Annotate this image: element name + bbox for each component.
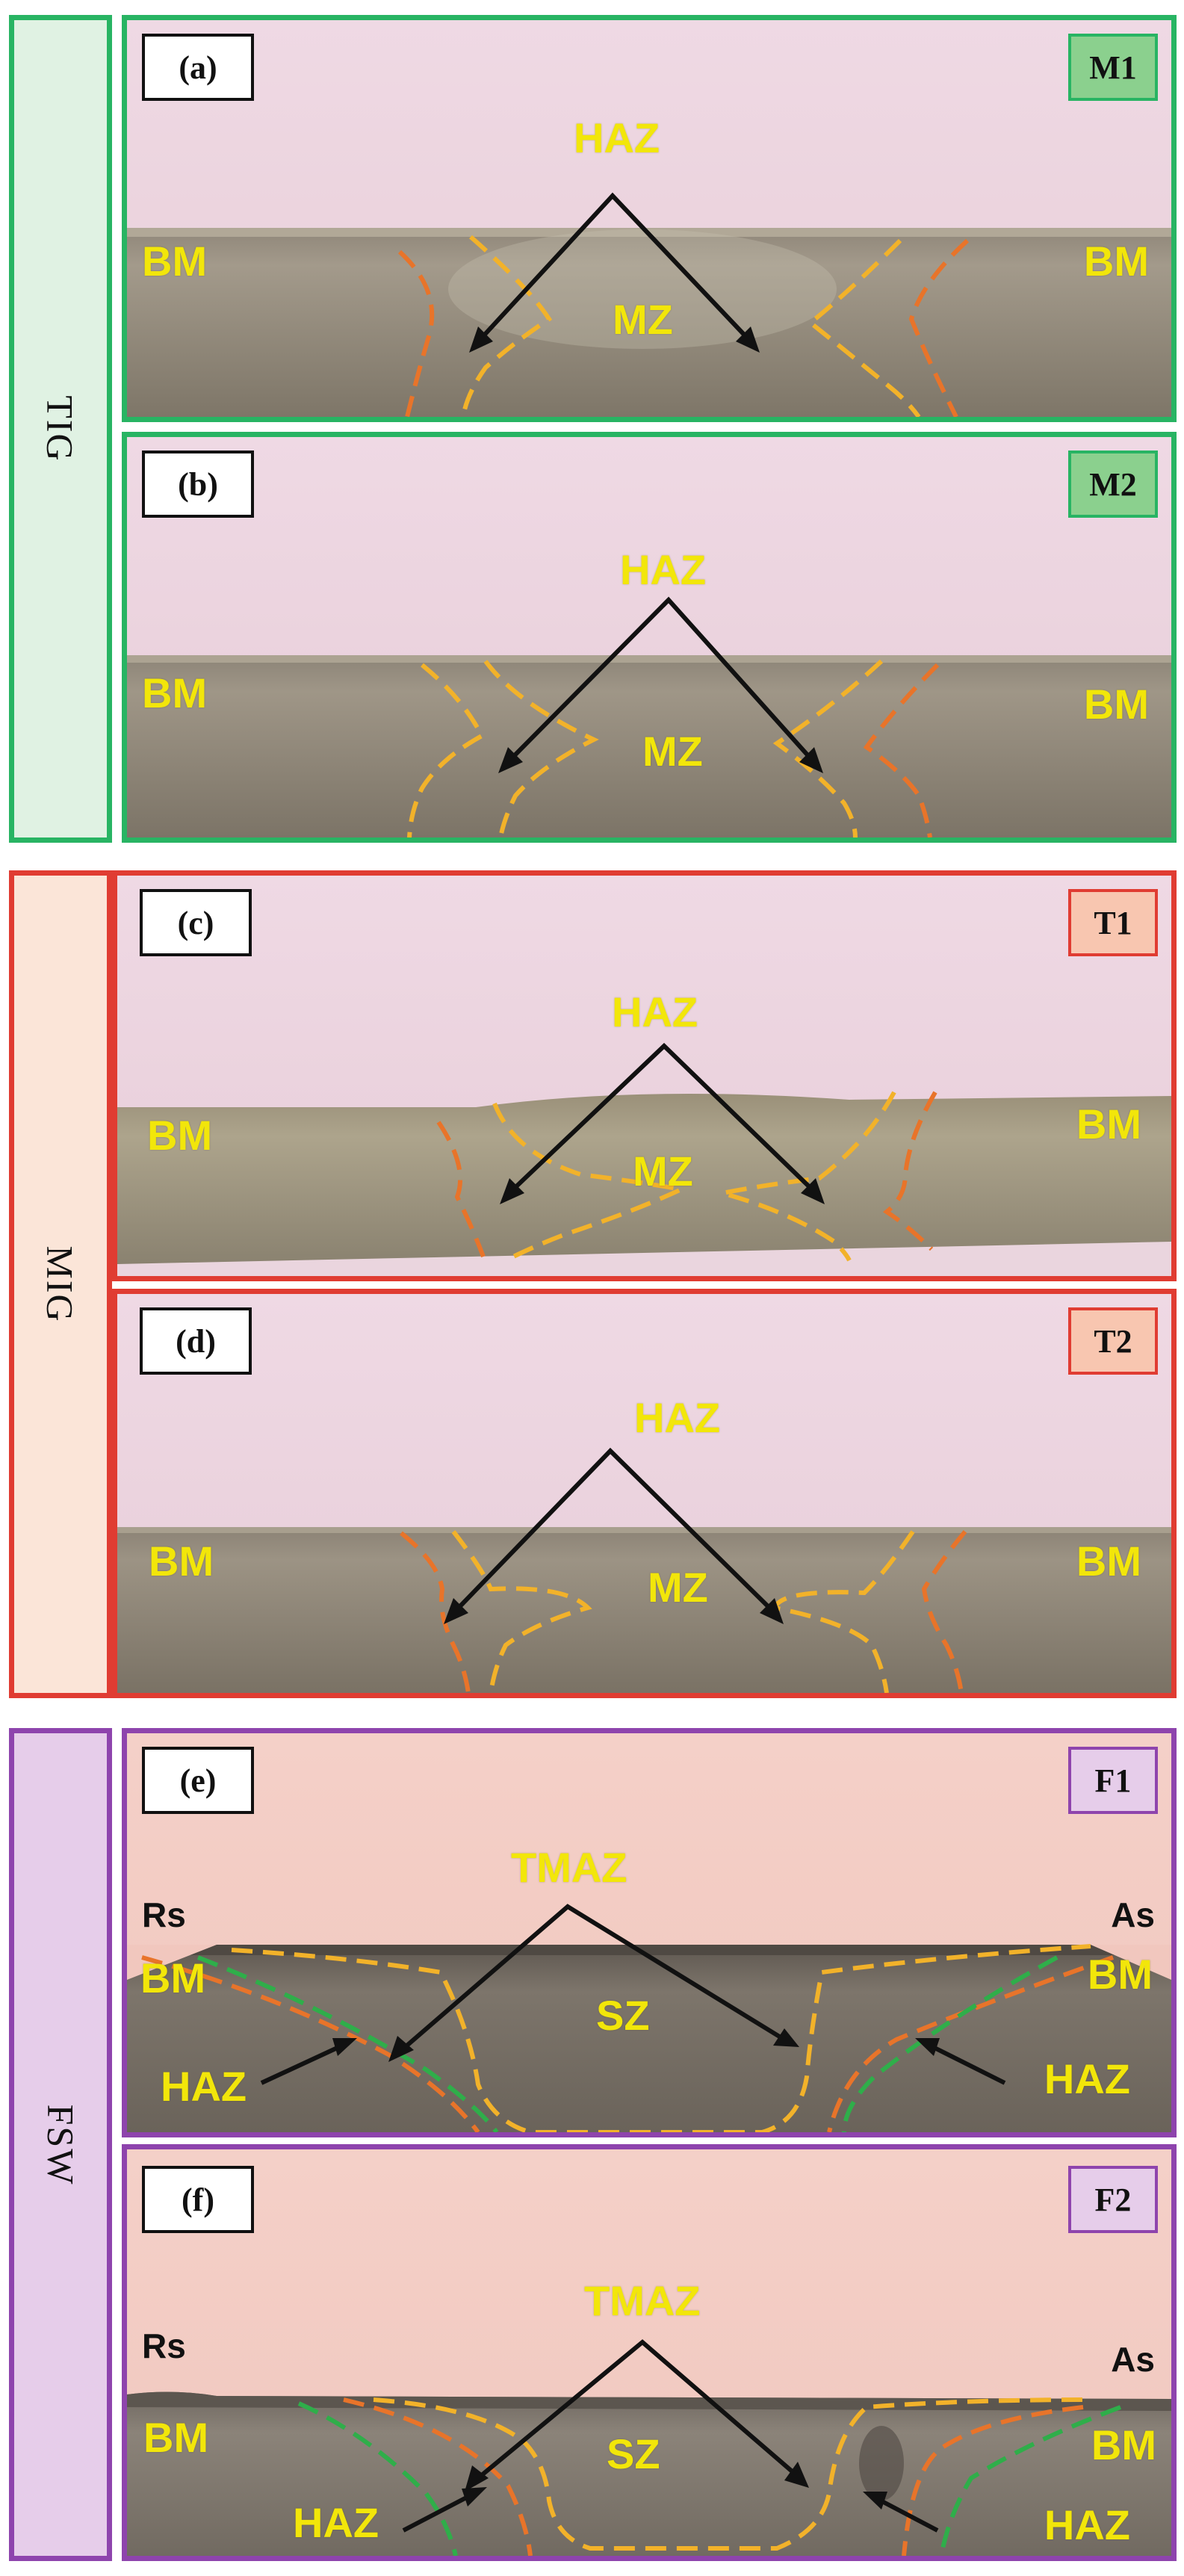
label-mz: MZ bbox=[633, 1148, 693, 1195]
arrow bbox=[402, 1904, 786, 2051]
panel-f: (f) F2 Rs As TMAZ BM BM SZ HAZ HAZ bbox=[122, 2144, 1177, 2561]
group-label-tig: TIG bbox=[9, 15, 112, 843]
label-bm-left: BM bbox=[142, 669, 208, 716]
group-label-text: TIG bbox=[40, 395, 81, 462]
metal-plate bbox=[127, 1945, 1171, 2132]
panel-code: T2 bbox=[1068, 1307, 1158, 1375]
label-tmaz: TMAZ bbox=[584, 2277, 701, 2324]
label-haz-right: HAZ bbox=[1044, 2055, 1130, 2102]
panel-tag: (a) bbox=[142, 34, 254, 101]
micrograph-d bbox=[117, 1294, 1171, 1693]
label-bm-left: BM bbox=[147, 1112, 213, 1159]
panel-code: T1 bbox=[1068, 889, 1158, 956]
metal-plate bbox=[117, 1094, 1171, 1264]
label-haz: HAZ bbox=[574, 114, 660, 161]
label-mz: MZ bbox=[648, 1564, 708, 1611]
panel-d: (d) T2 HAZ BM BM MZ bbox=[112, 1289, 1177, 1698]
label-haz: HAZ bbox=[620, 546, 707, 593]
panel-e: (e) F1 Rs As TMAZ BM BM SZ HAZ HAZ bbox=[122, 1728, 1177, 2137]
arrow bbox=[509, 596, 813, 761]
label-sz: SZ bbox=[596, 1992, 650, 2039]
group-label-text: FSW bbox=[40, 2104, 81, 2185]
label-as: As bbox=[1111, 2340, 1155, 2379]
panel-tag: (f) bbox=[142, 2166, 254, 2233]
label-bm-left: BM bbox=[149, 1538, 214, 1585]
panel-code: F1 bbox=[1068, 1747, 1158, 1814]
label-bm-left: BM bbox=[140, 1954, 206, 2001]
panel-b: (b) M2 HAZ BM BM MZ bbox=[122, 432, 1177, 843]
label-haz-left: HAZ bbox=[293, 2499, 379, 2546]
micrograph-f bbox=[127, 2149, 1171, 2556]
group-label-fsw: FSW bbox=[9, 1728, 112, 2561]
label-haz: HAZ bbox=[612, 988, 698, 1035]
label-rs: Rs bbox=[142, 1895, 186, 1934]
arrow bbox=[477, 2339, 797, 2480]
label-mz: MZ bbox=[613, 296, 673, 343]
panel-c: (c) T1 HAZ BM BM MZ bbox=[112, 870, 1177, 1281]
arrow bbox=[455, 1447, 773, 1611]
label-bm-right: BM bbox=[1087, 1951, 1153, 1998]
label-bm-right: BM bbox=[1091, 2421, 1156, 2468]
label-mz: MZ bbox=[642, 728, 703, 775]
label-bm-right: BM bbox=[1083, 238, 1149, 285]
label-bm-right: BM bbox=[1076, 1100, 1141, 1148]
panel-code: M2 bbox=[1068, 451, 1158, 518]
micrograph-a bbox=[127, 20, 1171, 417]
label-bm-left: BM bbox=[142, 238, 208, 285]
label-bm-left: BM bbox=[143, 2414, 209, 2461]
label-sz: SZ bbox=[607, 2430, 660, 2477]
panel-a: (a) M1 HAZ BM BM MZ bbox=[122, 15, 1177, 422]
micrograph-c bbox=[117, 876, 1171, 1276]
label-bm-right: BM bbox=[1083, 681, 1149, 728]
label-tmaz: TMAZ bbox=[511, 1844, 627, 1891]
metal-plate bbox=[117, 1527, 1171, 1693]
label-haz: HAZ bbox=[634, 1394, 721, 1441]
panel-tag: (d) bbox=[140, 1307, 252, 1375]
arrow bbox=[480, 192, 749, 340]
label-haz-left: HAZ bbox=[161, 2063, 247, 2110]
panel-tag: (c) bbox=[140, 889, 252, 956]
arrow bbox=[511, 1042, 814, 1192]
panel-code: M1 bbox=[1068, 34, 1158, 101]
group-label-text: MIG bbox=[40, 1245, 81, 1323]
group-label-mig: MIG bbox=[9, 870, 112, 1698]
panel-tag: (b) bbox=[142, 451, 254, 518]
label-as: As bbox=[1111, 1895, 1155, 1934]
label-bm-right: BM bbox=[1076, 1538, 1141, 1585]
label-rs: Rs bbox=[142, 2326, 186, 2365]
metal-plate bbox=[127, 655, 1171, 837]
micrograph-b bbox=[127, 437, 1171, 837]
metal-plate bbox=[127, 228, 1171, 417]
panel-code: F2 bbox=[1068, 2166, 1158, 2233]
panel-tag: (e) bbox=[142, 1747, 254, 1814]
micrograph-e bbox=[127, 1733, 1171, 2132]
label-haz-right: HAZ bbox=[1044, 2501, 1130, 2548]
